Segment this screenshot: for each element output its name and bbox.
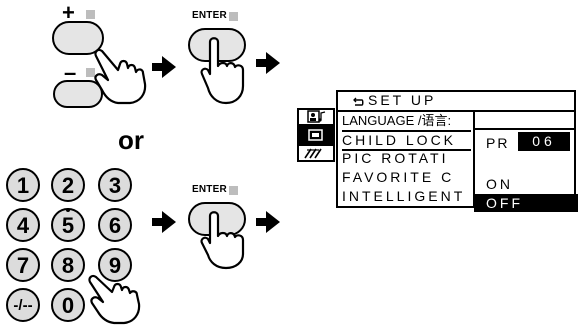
hand-pointer-icon xyxy=(88,274,141,325)
menu-item-language[interactable]: LANGUAGE /语言: xyxy=(342,113,452,128)
enter-step-bottom: ENTER xyxy=(180,170,260,270)
person-music-icon[interactable] xyxy=(297,108,335,126)
plus-indicator xyxy=(86,10,95,19)
arrow-right-icon xyxy=(152,211,176,233)
setup-menu: SET UP LANGUAGE /语言: CHILD LOCK PIC ROTA… xyxy=(336,90,578,212)
arrow-right-icon xyxy=(152,56,176,78)
program-label: PR xyxy=(486,135,510,151)
minus-sign: – xyxy=(64,60,77,85)
hand-pointer-icon xyxy=(200,211,245,270)
key-5[interactable]: 5 xyxy=(51,208,85,242)
menu-item-child-lock[interactable]: CHILD LOCK xyxy=(342,130,471,151)
arrow-right-icon xyxy=(256,211,280,233)
enter-step-top: ENTER xyxy=(180,10,260,110)
key-9[interactable]: 9 xyxy=(98,248,132,282)
plus-sign: + xyxy=(62,0,75,25)
hand-pointer-icon xyxy=(200,37,245,105)
menu-title-divider xyxy=(338,110,574,112)
signal-icon[interactable] xyxy=(297,144,335,162)
enter-indicator xyxy=(229,12,238,21)
menu-title: SET UP xyxy=(368,92,437,108)
minus-button[interactable] xyxy=(53,80,103,108)
number-keypad: 1 2 3 4 5 6 7 8 9 -/-- 0 xyxy=(0,166,141,326)
volume-plus-minus-step: + – xyxy=(0,0,160,110)
key-1[interactable]: 1 xyxy=(6,168,40,202)
minus-indicator xyxy=(86,68,95,77)
or-text: or xyxy=(118,125,144,155)
return-icon xyxy=(353,97,364,106)
submenu-divider xyxy=(473,110,574,130)
plus-button[interactable] xyxy=(52,21,104,55)
key-0[interactable]: 0 xyxy=(51,288,85,322)
enter-indicator xyxy=(229,186,238,195)
key-4[interactable]: 4 xyxy=(6,208,40,242)
key-7[interactable]: 7 xyxy=(6,248,40,282)
menu-icon-column xyxy=(297,108,335,164)
menu-item-favorite[interactable]: FAVORITE C xyxy=(342,169,455,185)
enter-label: ENTER xyxy=(192,10,227,21)
key-8[interactable]: 8 xyxy=(51,248,85,282)
menu-items: LANGUAGE /语言: CHILD LOCK PIC ROTATI FAVO… xyxy=(342,111,475,207)
hand-pointer-icon xyxy=(94,48,147,105)
program-number[interactable]: 06 xyxy=(518,132,570,151)
menu-item-intelligent[interactable]: INTELLIGENT xyxy=(342,188,466,204)
key-dash[interactable]: -/-- xyxy=(6,288,40,322)
option-on[interactable]: ON xyxy=(486,176,513,192)
key-2[interactable]: 2 xyxy=(51,168,85,202)
tv-setup-icon[interactable] xyxy=(297,126,335,144)
arrow-right-icon xyxy=(256,52,280,74)
key-5-dot xyxy=(66,208,70,212)
child-lock-submenu: PR 06 ON OFF xyxy=(474,130,578,212)
enter-label: ENTER xyxy=(192,184,227,195)
key-6[interactable]: 6 xyxy=(98,208,132,242)
key-3[interactable]: 3 xyxy=(98,168,132,202)
menu-item-pic-rotation[interactable]: PIC ROTATI xyxy=(342,150,449,166)
option-off[interactable]: OFF xyxy=(474,194,578,212)
